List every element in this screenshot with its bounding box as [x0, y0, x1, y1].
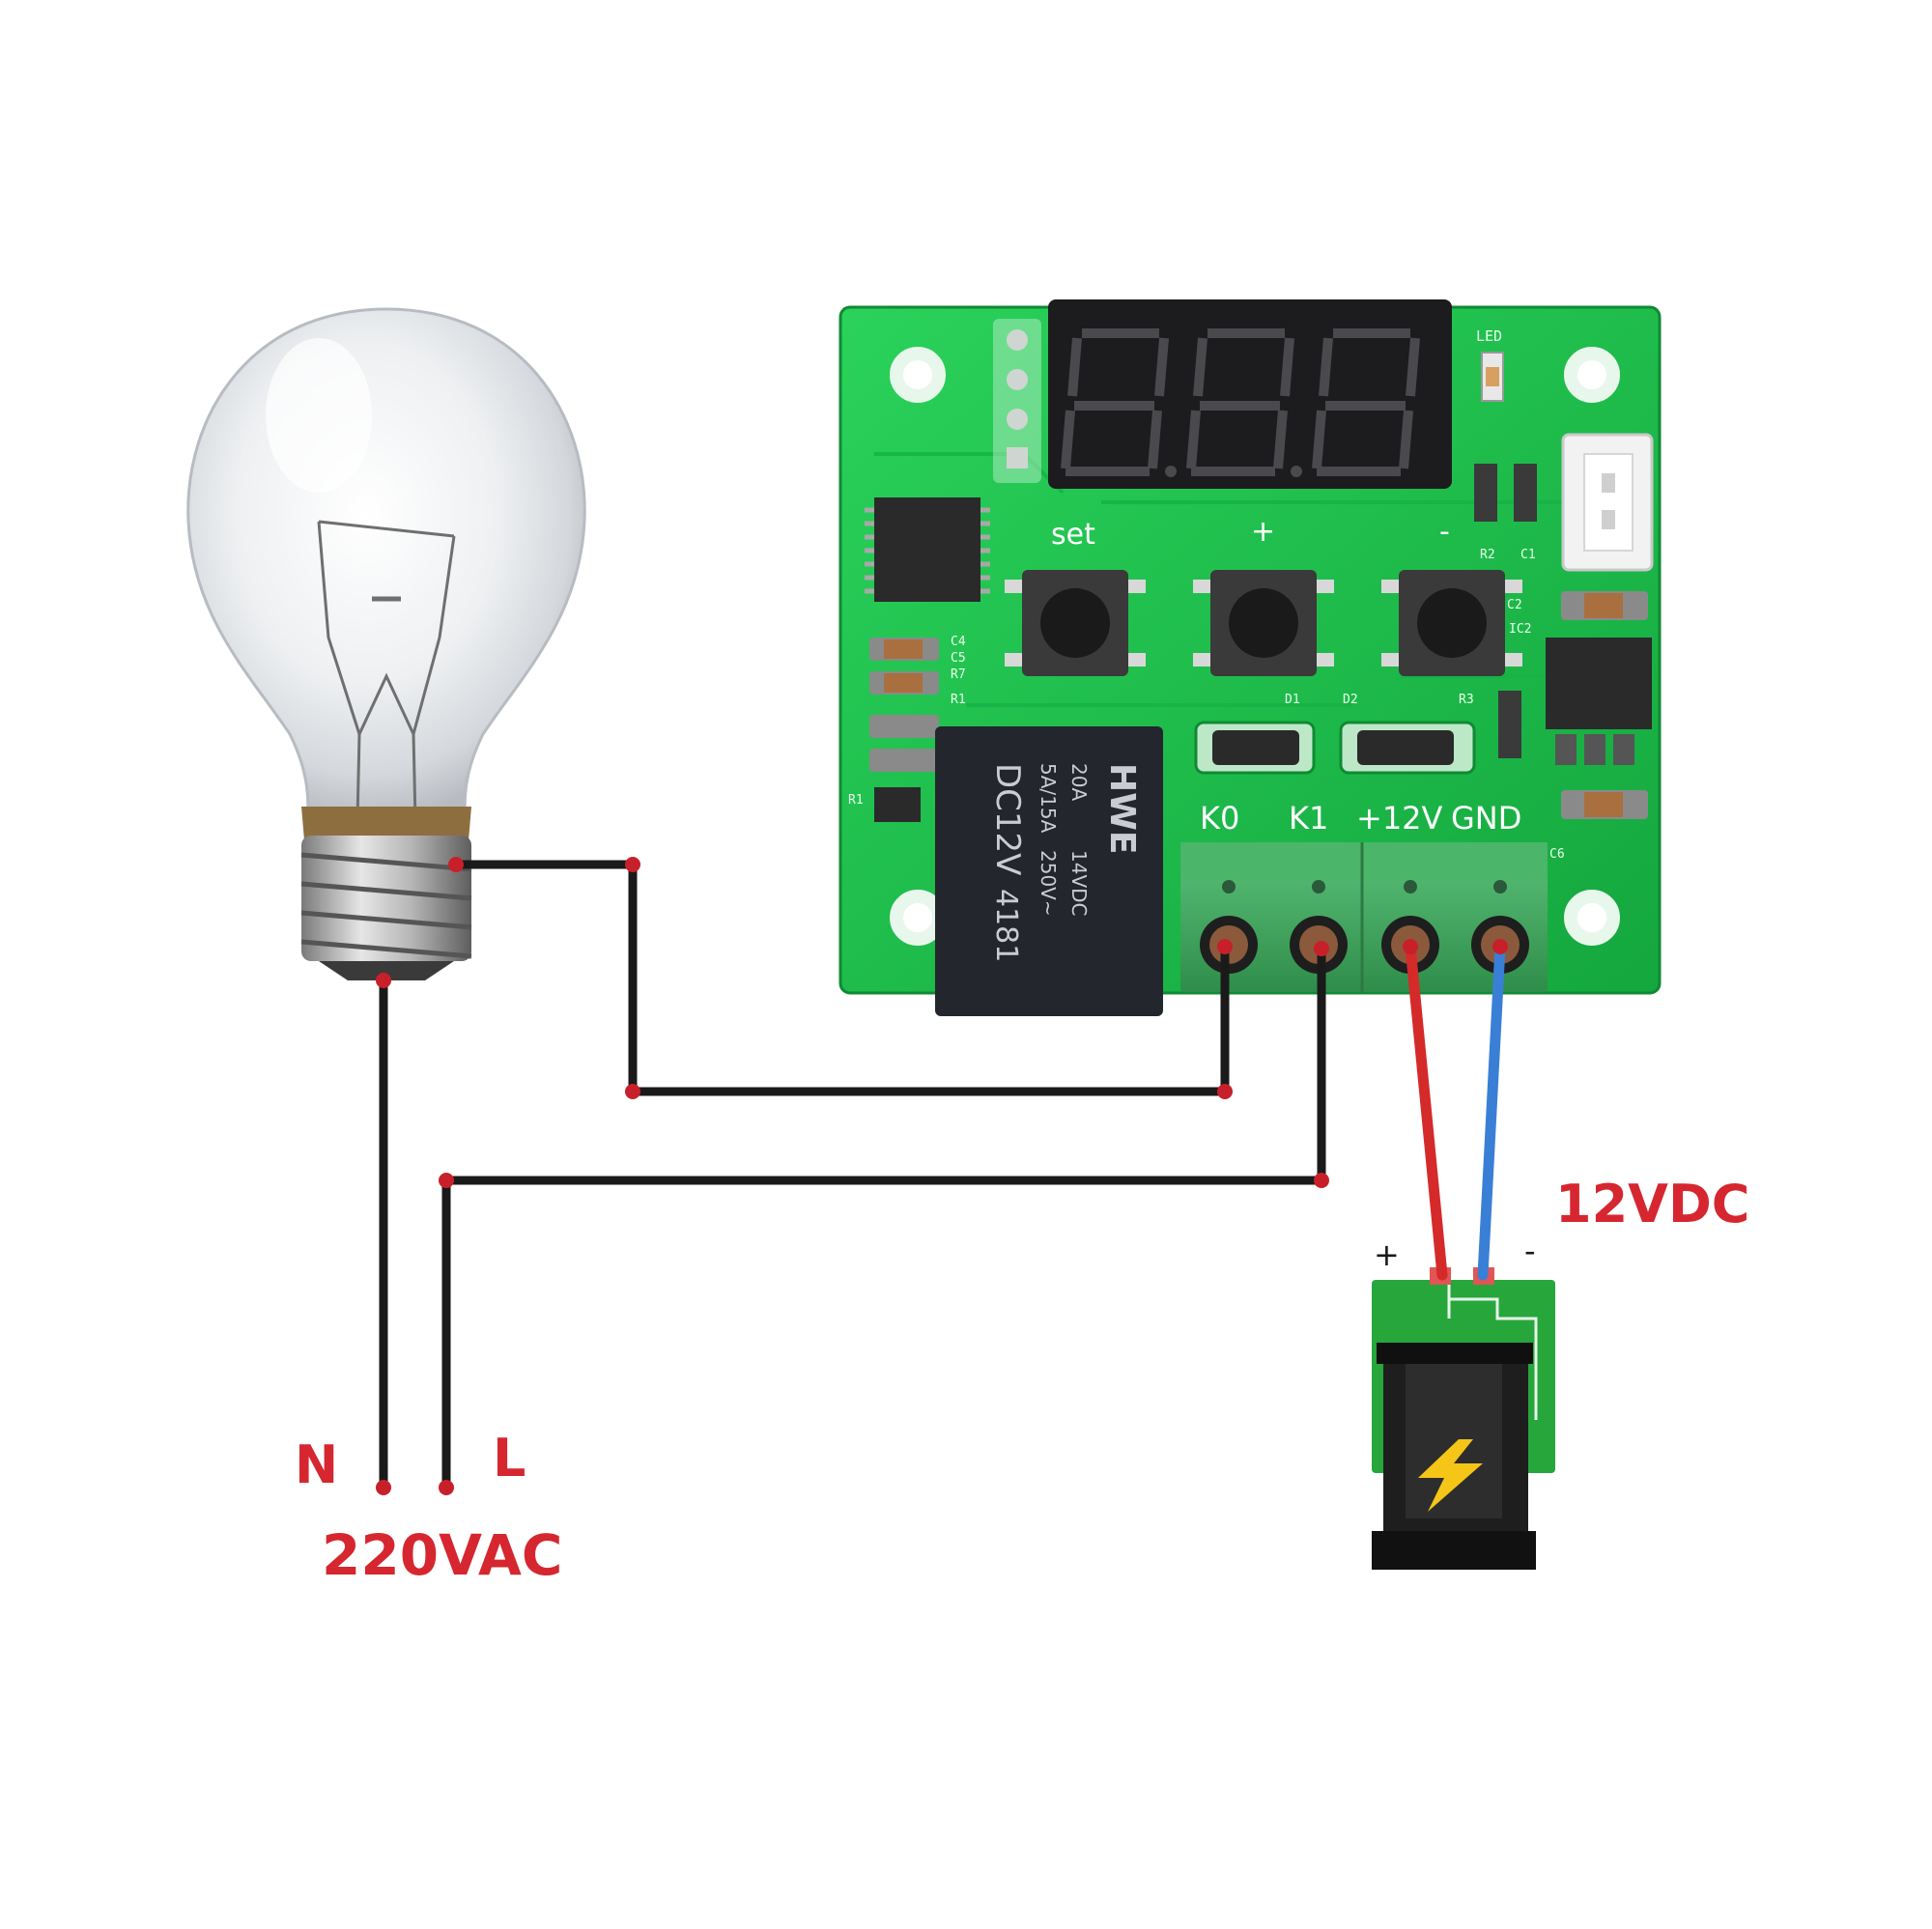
svg-text:250V~: 250V~: [1037, 850, 1060, 917]
terminal-label-k0: K0: [1200, 800, 1239, 837]
svg-text:DC12V: DC12V: [988, 763, 1027, 875]
wire-live-to-k1: [441, 944, 1326, 1492]
lightning-icon: [1418, 1439, 1483, 1512]
set-label: set: [1051, 518, 1095, 552]
svg-text:C6: C6: [1549, 847, 1565, 862]
svg-text:R2: R2: [1480, 548, 1495, 562]
svg-text:R1: R1: [951, 693, 966, 707]
diodes: [1194, 721, 1476, 775]
svg-text:R3: R3: [1459, 693, 1474, 707]
filament: [317, 520, 456, 822]
svg-text:C2: C2: [1507, 598, 1522, 612]
minus-button[interactable]: [1381, 570, 1522, 676]
svg-text:IC2: IC2: [1509, 622, 1531, 637]
plus-label: +: [1251, 515, 1275, 549]
bulb-screw-base: [300, 836, 472, 980]
svg-text:D1: D1: [1285, 693, 1300, 707]
svg-text:R1: R1: [848, 793, 864, 808]
terminal-label-gnd: GND: [1451, 800, 1521, 837]
svg-text:4181: 4181: [989, 889, 1023, 962]
led-label: LED: [1476, 327, 1502, 345]
svg-text:14VDC: 14VDC: [1067, 850, 1091, 917]
sensor-connector: [1561, 433, 1654, 572]
svg-text:D2: D2: [1343, 693, 1358, 707]
smd-components-left: [869, 638, 939, 822]
dc-minus-label: -: [1524, 1233, 1536, 1269]
minus-label: -: [1439, 515, 1450, 549]
seven-segment-display: [1048, 299, 1452, 489]
svg-text:C5: C5: [951, 651, 966, 666]
dc-plus-label: +: [1374, 1236, 1400, 1273]
svg-text:HWE: HWE: [1102, 763, 1142, 854]
svg-text:C4: C4: [951, 635, 966, 649]
svg-text:R7: R7: [951, 667, 966, 682]
wire-joints: [376, 857, 1508, 1495]
ac-supply-label: 220VAC: [322, 1522, 562, 1588]
pin-header: [993, 319, 1041, 483]
relay: HWE 20A 14VDC 5A/15A 250V~ DC12V 4181: [935, 726, 1163, 1016]
terminal-label-12v: +12V: [1356, 800, 1443, 837]
thermostat-module: LED: [838, 299, 1662, 1016]
bulb-glass: [186, 307, 586, 823]
live-label: L: [493, 1428, 526, 1489]
terminal-labels: K0 K1 +12V GND: [1200, 800, 1521, 837]
smd-components-right: [1474, 464, 1652, 819]
mounting-holes: [890, 347, 1620, 946]
light-bulb: [186, 307, 586, 980]
screw-terminal-block: [1180, 842, 1548, 992]
terminal-label-k1: K1: [1289, 800, 1328, 837]
silkscreen-component-labels: C4 C5 R7 R1 R1 D1 D2 R3 R2 C1 C2 C6 IC2: [848, 548, 1565, 862]
neutral-label: N: [295, 1434, 338, 1495]
wire-gnd-negative: [1477, 941, 1506, 1281]
set-button[interactable]: [1005, 570, 1146, 676]
svg-text:C1: C1: [1520, 548, 1536, 562]
svg-text:20A: 20A: [1067, 763, 1091, 801]
svg-text:5A/15A: 5A/15A: [1037, 763, 1060, 834]
wire-12v-positive: [1405, 941, 1448, 1281]
dc-power-jack: [1372, 1267, 1555, 1570]
dc-supply-label: 12VDC: [1555, 1174, 1749, 1234]
plus-button[interactable]: [1193, 570, 1334, 676]
ic-chip: [865, 497, 990, 602]
